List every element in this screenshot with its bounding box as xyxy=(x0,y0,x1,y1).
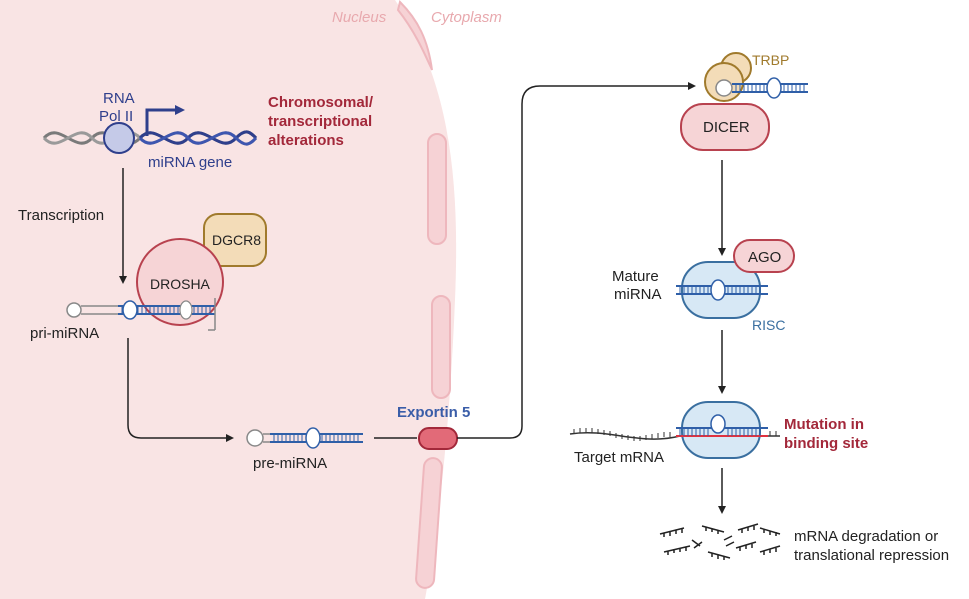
drosha-protein xyxy=(136,238,224,326)
nuclear-envelope xyxy=(396,0,451,589)
chromosomal-label-3: alterations xyxy=(268,132,344,149)
exportin5-channel xyxy=(418,427,458,450)
pri-mirna-label: pri-miRNA xyxy=(30,325,99,342)
risc-label: RISC xyxy=(752,317,785,333)
target-bound-mirna xyxy=(676,414,768,437)
cytoplasm-label: Cytoplasm xyxy=(431,9,502,26)
pri-mirna xyxy=(66,298,216,331)
pre-mirna-label: pre-miRNA xyxy=(253,455,327,472)
export-to-dicer-arrow xyxy=(457,82,696,439)
transcription-start-arrow xyxy=(145,105,185,136)
trbp-label: TRBP xyxy=(752,52,789,68)
rna-pol-ii xyxy=(103,122,135,154)
mature-label-2: miRNA xyxy=(614,286,662,303)
chromosomal-label-2: transcriptional xyxy=(268,113,372,130)
dgcr8-protein xyxy=(203,213,267,267)
nucleus-region xyxy=(0,0,457,599)
dicer-protein xyxy=(680,103,770,151)
chromosomal-label-1: Chromosomal/ xyxy=(268,94,374,111)
mature-label-1: Mature xyxy=(612,268,659,285)
mature-mirna xyxy=(676,279,768,301)
mutation-label-1: Mutation in xyxy=(784,416,864,433)
drosha-label: DROSHA xyxy=(150,276,211,292)
exportin5-label: Exportin 5 xyxy=(397,404,470,421)
target-mrna-label: Target mRNA xyxy=(574,449,664,466)
dna-helix xyxy=(42,130,258,146)
dicer-rna xyxy=(715,77,808,99)
rna-pol-label-1: RNA xyxy=(103,90,135,107)
degradation-label-2: translational repression xyxy=(794,547,949,564)
ago-protein xyxy=(733,239,795,273)
nucleus-label: Nucleus xyxy=(332,9,387,26)
dgcr8-label: DGCR8 xyxy=(212,232,261,248)
pri-to-pre-arrow xyxy=(127,338,234,442)
pre-mirna xyxy=(246,427,363,449)
mirna-gene-label: miRNA gene xyxy=(148,154,232,171)
rna-pol-label-2: Pol II xyxy=(99,108,133,125)
degradation-label-1: mRNA degradation or xyxy=(794,528,938,545)
mutation-label-2: binding site xyxy=(784,435,868,452)
dicer-label: DICER xyxy=(703,119,750,136)
ago-label: AGO xyxy=(748,249,781,266)
mrna-fragments xyxy=(659,523,781,560)
transcription-label: Transcription xyxy=(18,207,104,224)
